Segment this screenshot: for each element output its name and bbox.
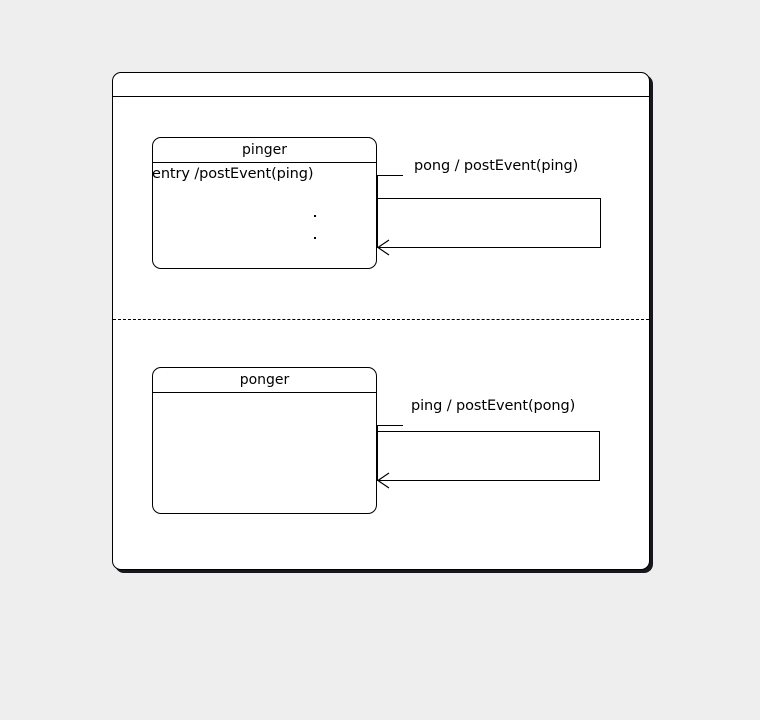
state-ponger[interactable]: ponger: [152, 367, 377, 514]
transition-segment-right: [600, 198, 602, 248]
body-mark-dot: [314, 215, 316, 217]
transition-segment-top: [378, 198, 601, 200]
state-pinger-body: entry /postEvent(ping): [153, 163, 376, 268]
state-pinger-entry-action: entry /postEvent(ping): [152, 166, 314, 182]
transition-segment-entry: [377, 425, 379, 481]
transition-arrowhead-icon: [376, 239, 390, 256]
transition-segment-top: [378, 431, 600, 433]
state-pinger-name: pinger: [153, 138, 376, 163]
transition-arrowhead-icon: [376, 472, 390, 489]
transition-segment-bottom: [378, 480, 600, 482]
transition-segment-entry: [377, 175, 379, 248]
state-ponger-name: ponger: [153, 368, 376, 393]
transition-segment-exit: [377, 175, 403, 177]
transition-segment-bottom: [378, 247, 601, 249]
transition-segment-exit: [377, 425, 403, 427]
composite-state-title: [113, 73, 649, 97]
transition-pinger-self-label: pong / postEvent(ping): [414, 158, 579, 174]
transition-ponger-self-label: ping / postEvent(pong): [411, 398, 576, 414]
state-ponger-body: [153, 393, 376, 513]
state-pinger[interactable]: pinger entry /postEvent(ping): [152, 137, 377, 269]
orthogonal-region-divider: [113, 319, 649, 320]
body-mark-dot: [314, 237, 316, 239]
transition-segment-right: [599, 431, 601, 481]
